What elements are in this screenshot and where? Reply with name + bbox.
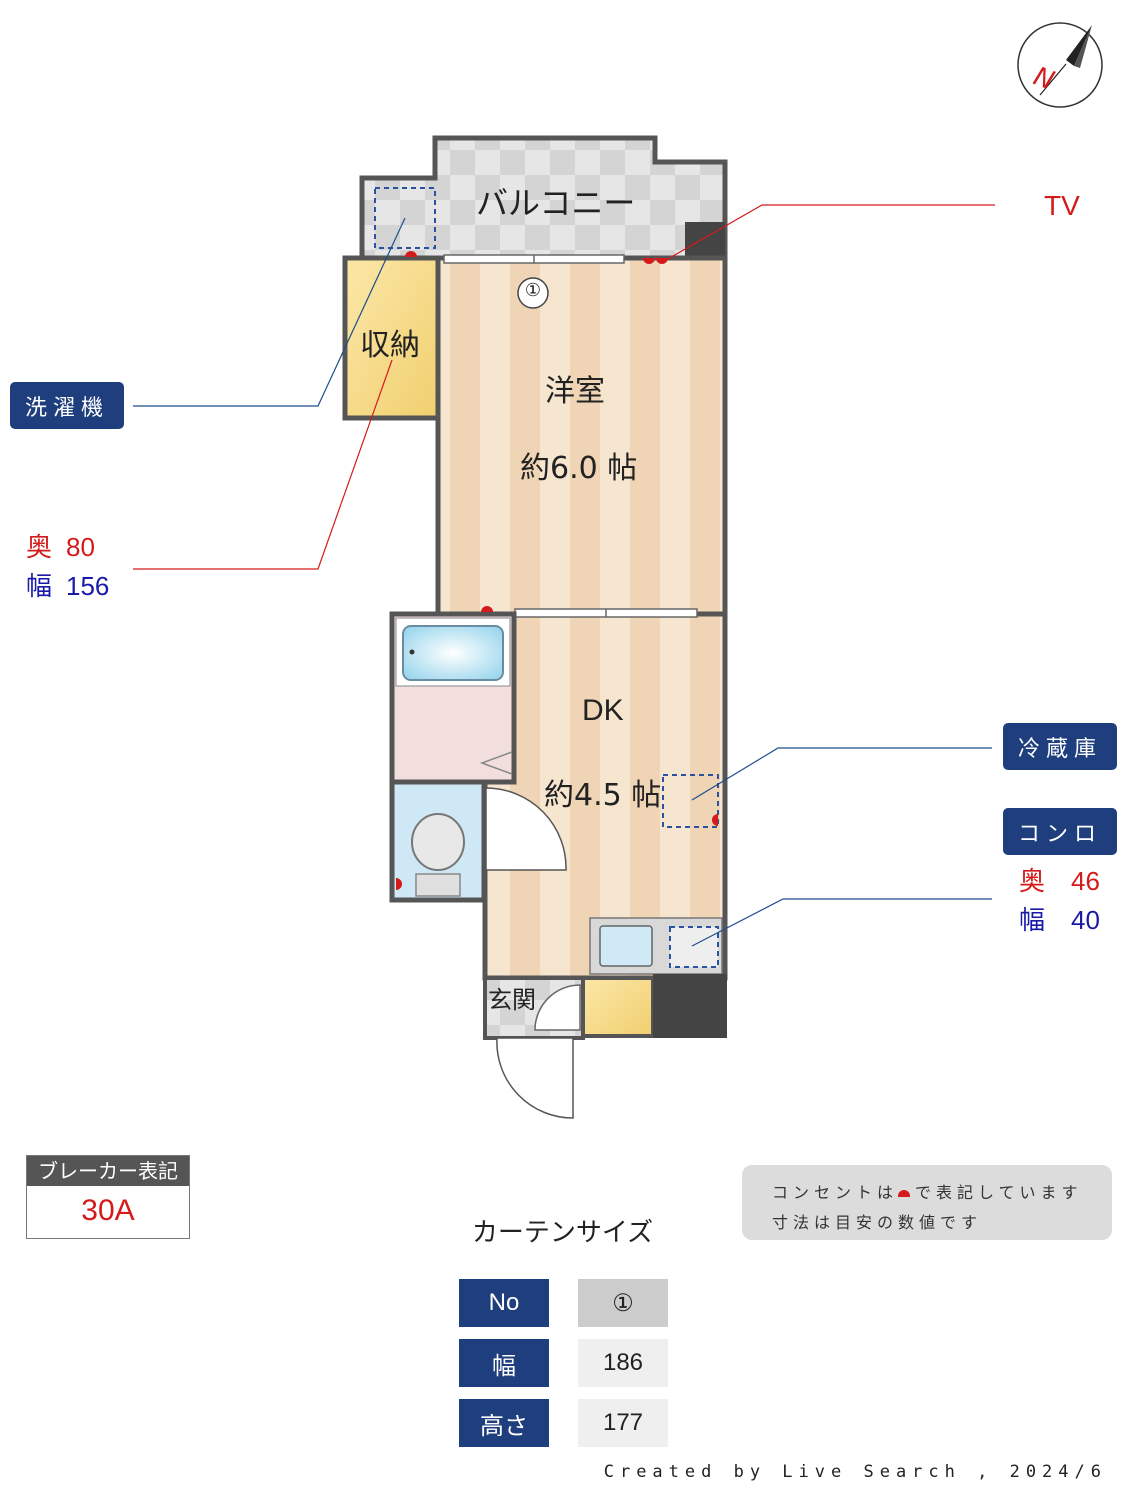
curtain-row-label: No [488, 1289, 520, 1316]
breaker-box: ブレーカー表記 30A [26, 1155, 190, 1239]
fridge-spot [662, 774, 719, 828]
bathtub [402, 625, 504, 681]
entrance-label: 玄関 [488, 986, 536, 1014]
storage-depth-label: 奥 [26, 533, 53, 563]
curtain-title: カーテンサイズ [471, 1218, 654, 1248]
washer-spot [374, 187, 436, 249]
curtain-row-label: 高さ [480, 1412, 528, 1440]
dk-size: 約4.5 帖 [544, 778, 662, 813]
outlet-note: コンセントはで表記しています 寸法は目安の数値です [742, 1165, 1112, 1240]
storage-width-label: 幅 [26, 572, 53, 602]
breaker-label: ブレーカー表記 [27, 1156, 189, 1186]
storage-depth-value: 80 [66, 532, 95, 562]
stove-label: コンロ [1003, 808, 1117, 855]
western-room-size: 約6.0 帖 [520, 451, 638, 486]
storage-dimensions: 奥 80 幅 156 [26, 528, 109, 606]
washer-label: 洗濯機 [10, 382, 124, 429]
curtain-row-value: ① [612, 1289, 634, 1317]
stove-depth-label: 奥 [1019, 867, 1046, 897]
storage-width-value: 156 [66, 571, 110, 601]
curtain-table-cells [459, 1279, 668, 1447]
window-marker-text: ① [524, 280, 542, 301]
breaker-value: 30A [81, 1194, 135, 1227]
entry-door [496, 1037, 574, 1119]
compass [1017, 22, 1103, 108]
fridge-label: 冷蔵庫 [1003, 723, 1117, 770]
note-line1-a: コンセントは [772, 1183, 899, 1202]
curtain-row-value: 186 [602, 1349, 644, 1376]
sink [599, 925, 653, 967]
outlets [396, 251, 718, 890]
stove-width-value: 40 [1071, 905, 1100, 935]
stove-width-label: 幅 [1019, 906, 1046, 936]
balcony-label: バルコニー [476, 184, 636, 222]
storage-label: 収納 [360, 328, 420, 363]
western-room [435, 255, 728, 617]
note-line1-b: で表記しています [915, 1183, 1083, 1202]
outlet-icon [898, 1190, 911, 1197]
curtain-row-label: 幅 [492, 1352, 516, 1380]
stove-depth-value: 46 [1071, 866, 1100, 896]
credit-line: Created by Live Search , 2024/6 [603, 1462, 1107, 1482]
stove-dimensions: 奥 46 幅 40 [1019, 862, 1100, 940]
curtain-row-value: 177 [602, 1409, 644, 1436]
dk-name: DK [582, 694, 624, 727]
tv-label: TV [1044, 190, 1080, 221]
window-marker [517, 277, 549, 309]
storage [342, 255, 443, 421]
western-room-name: 洋室 [545, 374, 605, 409]
note-line2: 寸法は目安の数値です [772, 1213, 983, 1232]
stove-spot [669, 926, 719, 968]
